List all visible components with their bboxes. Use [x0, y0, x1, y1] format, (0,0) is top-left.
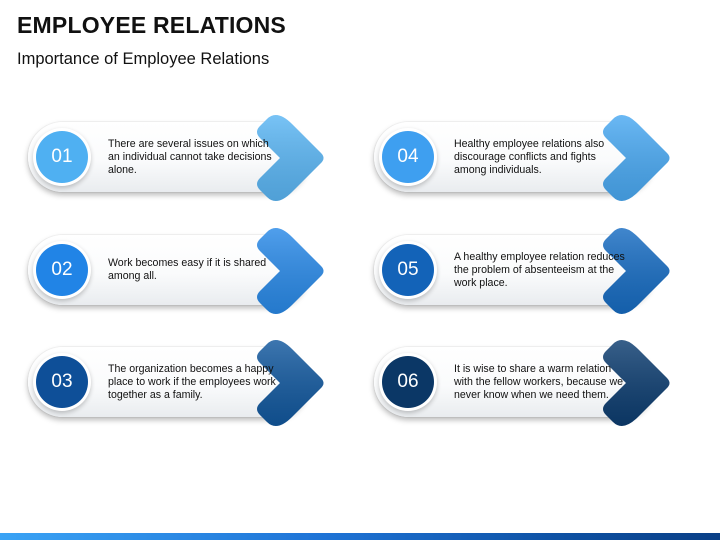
step-description: There are several issues on which an ind… [108, 137, 272, 176]
page-title: EMPLOYEE RELATIONS [17, 12, 286, 38]
step-number-badge: 03 [36, 356, 88, 408]
step-item-04: 04 Healthy employee relations also disco… [346, 100, 676, 215]
chevron-arrow-icon [257, 115, 324, 201]
step-number-badge: 02 [36, 244, 88, 296]
step-number-badge: 06 [382, 356, 434, 408]
step-description: It is wise to share a warm relation with… [454, 362, 623, 401]
chevron-arrow-icon [257, 340, 324, 426]
step-item-03: 03 The organization becomes a happy plac… [0, 325, 330, 440]
step-number-badge: 04 [382, 131, 434, 183]
chevron-arrow-icon [603, 340, 670, 426]
step-item-05: 05 A healthy employee relation reduces t… [346, 213, 676, 328]
step-item-02: 02 Work becomes easy if it is shared amo… [0, 213, 330, 328]
step-description: Work becomes easy if it is shared among … [108, 257, 267, 282]
step-number-badge: 01 [36, 131, 88, 183]
chevron-arrow-icon [603, 228, 670, 314]
step-description: The organization becomes a happy place t… [108, 362, 276, 401]
step-number-badge: 05 [382, 244, 434, 296]
step-item-06: 06 It is wise to share a warm relation w… [346, 325, 676, 440]
footer-accent-bar [0, 533, 720, 540]
chevron-arrow-icon [603, 115, 670, 201]
page-subtitle: Importance of Employee Relations [17, 50, 270, 68]
step-description: Healthy employee relations also discoura… [454, 137, 605, 176]
chevron-arrow-icon [257, 228, 324, 314]
step-item-01: 01 There are several issues on which an … [0, 100, 330, 215]
step-description: A healthy employee relation reduces the … [454, 250, 625, 289]
